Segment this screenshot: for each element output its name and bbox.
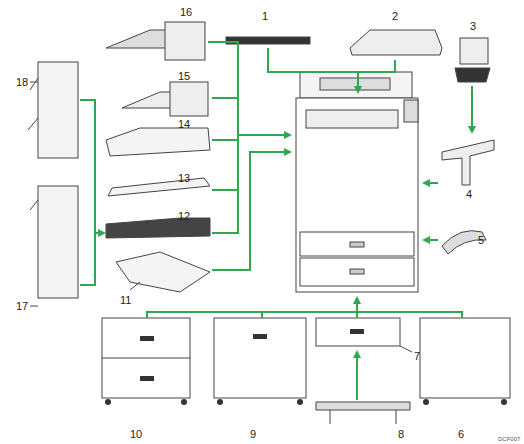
callout-number: 17	[16, 300, 28, 312]
callout-number: 5	[478, 234, 484, 246]
callout-number: 12	[178, 210, 190, 222]
callout-number: 16	[180, 6, 192, 18]
cabinet	[420, 318, 510, 398]
callout-number: 14	[178, 118, 190, 130]
callout-number: 4	[466, 188, 472, 200]
printer-body	[296, 98, 418, 292]
adf	[350, 30, 442, 55]
callout-number: 15	[178, 70, 190, 82]
callout-number: 8	[398, 428, 404, 440]
scanner-unit	[300, 72, 412, 98]
callout-number: 1	[262, 10, 268, 22]
paper-feed-unit	[316, 318, 400, 346]
callout-number: 13	[178, 172, 190, 184]
callout-number: 11	[120, 294, 131, 306]
callout-number: 9	[250, 428, 256, 440]
leader-lines	[30, 82, 412, 352]
connection-arrows	[80, 42, 472, 400]
callout-number: 10	[130, 428, 142, 440]
callout-number: 6	[458, 428, 464, 440]
caster-table	[316, 402, 410, 410]
callout-number: 2	[392, 10, 398, 22]
callout-number: 7	[414, 350, 420, 362]
callout-number: 18	[16, 76, 28, 88]
figure-code: DCF007	[498, 433, 520, 444]
paper-tray-unit	[102, 318, 190, 398]
callout-number: 3	[470, 20, 476, 32]
large-capacity-tray	[214, 318, 306, 398]
